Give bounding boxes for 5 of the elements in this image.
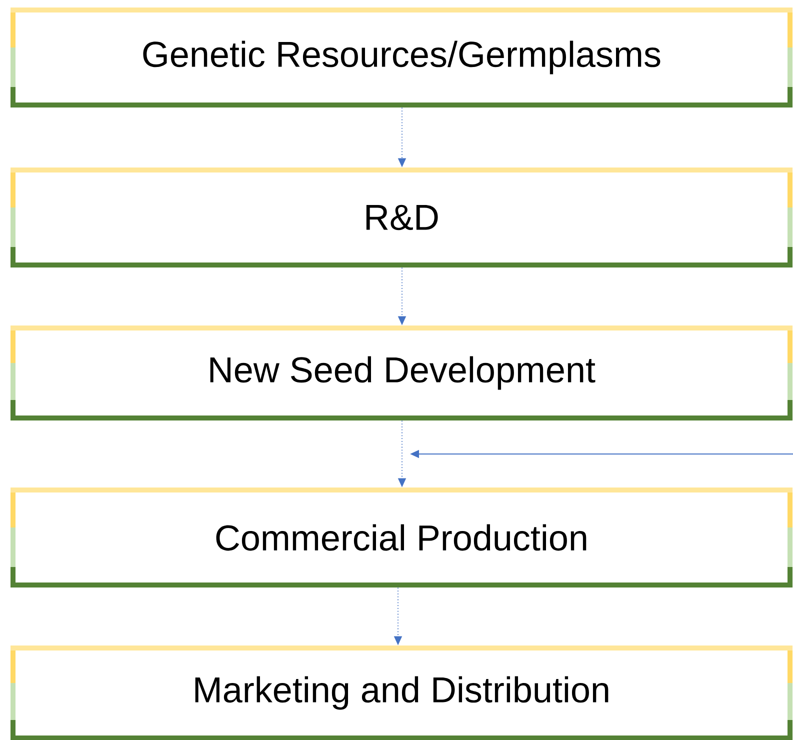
process-box: Marketing and Distribution xyxy=(10,646,792,740)
process-box: Commercial Production xyxy=(10,488,792,588)
process-box: R&D xyxy=(10,168,792,268)
process-box: Genetic Resources/Germplasms xyxy=(10,8,792,108)
process-box: New Seed Development xyxy=(10,326,792,420)
